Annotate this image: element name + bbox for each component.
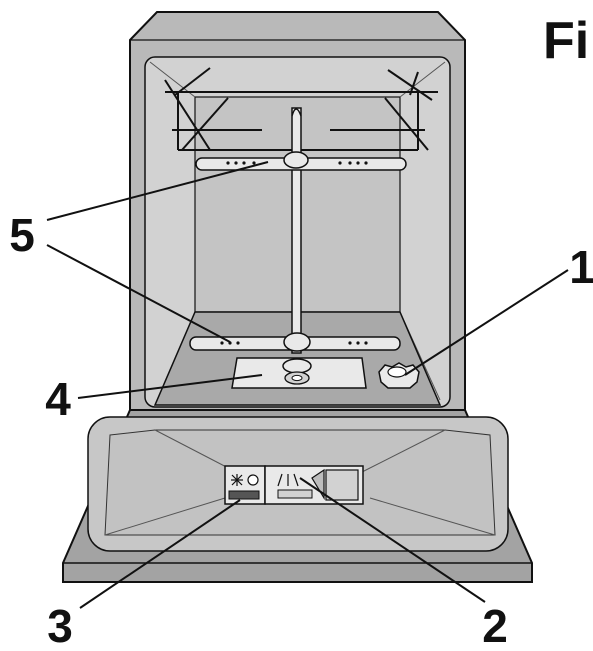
filter-system xyxy=(231,357,367,389)
leader-lines xyxy=(46,161,569,609)
callout-5: 5 xyxy=(9,209,35,261)
figure-title: Fi xyxy=(543,12,589,70)
callout-4: 4 xyxy=(45,373,71,425)
lower-spray-arm xyxy=(189,332,401,352)
callout-2: 2 xyxy=(482,600,508,651)
callout-1: 1 xyxy=(569,241,593,293)
callout-3: 3 xyxy=(47,600,73,651)
detergent-dispenser xyxy=(264,465,364,505)
rinse-aid-dispenser xyxy=(224,465,266,505)
supply-pipe xyxy=(291,107,302,354)
salt-container-cap xyxy=(378,362,420,389)
